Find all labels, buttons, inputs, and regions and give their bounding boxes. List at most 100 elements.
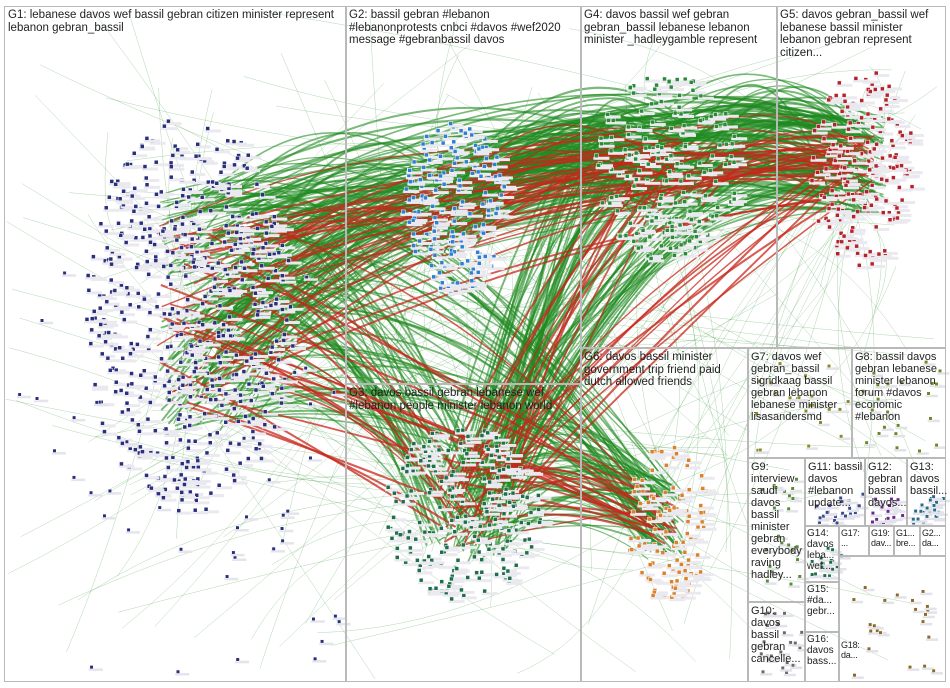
vertex[interactable] (411, 243, 416, 248)
node-label[interactable] (217, 363, 234, 367)
node-label[interactable] (493, 214, 510, 218)
node-label[interactable] (410, 234, 427, 238)
node-label[interactable] (428, 266, 445, 270)
vertex[interactable] (166, 397, 172, 403)
vertex[interactable] (272, 214, 277, 219)
vertex[interactable] (104, 228, 109, 234)
vertex[interactable] (242, 266, 247, 271)
vertex[interactable] (243, 414, 248, 419)
vertex[interactable] (228, 440, 233, 446)
node-label[interactable] (236, 445, 253, 449)
node-label[interactable] (225, 185, 242, 189)
vertex[interactable] (476, 146, 482, 152)
node-label[interactable] (135, 425, 152, 429)
vertex[interactable] (140, 235, 146, 240)
node-label[interactable] (459, 202, 476, 206)
node-label[interactable] (173, 203, 190, 207)
vertex[interactable] (195, 142, 200, 147)
vertex[interactable] (186, 194, 191, 200)
node-label[interactable] (146, 487, 163, 491)
node-label[interactable] (248, 242, 265, 246)
vertex[interactable] (178, 359, 184, 365)
vertex[interactable] (225, 448, 231, 453)
vertex[interactable] (269, 344, 275, 350)
node-label[interactable] (179, 495, 196, 499)
node-label[interactable] (400, 212, 417, 216)
vertex[interactable] (273, 268, 278, 273)
vertex[interactable] (469, 132, 474, 138)
vertex[interactable] (430, 204, 435, 209)
node-label[interactable] (123, 288, 140, 292)
node-label[interactable] (455, 190, 472, 194)
node-label[interactable] (475, 273, 492, 277)
node-label[interactable] (289, 346, 306, 350)
node-label[interactable] (225, 193, 242, 197)
vertex[interactable] (119, 309, 125, 315)
vertex[interactable] (123, 240, 129, 245)
vertex[interactable] (424, 232, 430, 237)
vertex[interactable] (428, 247, 434, 252)
node-label[interactable] (449, 242, 466, 246)
node-label[interactable] (179, 225, 196, 229)
node-label[interactable] (233, 233, 250, 237)
vertex[interactable] (481, 222, 486, 227)
node-label[interactable] (260, 387, 277, 391)
node-label[interactable] (144, 420, 161, 424)
node-label[interactable] (479, 148, 496, 152)
vertex[interactable] (174, 200, 180, 205)
vertex[interactable] (169, 321, 175, 327)
vertex[interactable] (196, 319, 202, 325)
vertex[interactable] (188, 394, 193, 400)
node-label[interactable] (108, 281, 125, 285)
node-label[interactable] (171, 229, 188, 233)
node-label[interactable] (137, 447, 154, 451)
node-label[interactable] (447, 291, 464, 295)
node-label[interactable] (197, 342, 214, 346)
vertex[interactable] (179, 497, 185, 503)
node-label[interactable] (144, 262, 161, 266)
node-label[interactable] (451, 252, 468, 256)
node-label[interactable] (233, 356, 250, 360)
node-label[interactable] (176, 256, 193, 260)
node-label[interactable] (217, 290, 234, 294)
vertex[interactable] (401, 209, 406, 215)
vertex[interactable] (91, 254, 96, 259)
node-label[interactable] (403, 190, 420, 194)
node-label[interactable] (250, 365, 267, 369)
vertex[interactable] (437, 270, 442, 275)
node-label[interactable] (426, 176, 443, 180)
vertex[interactable] (216, 334, 221, 339)
node-label[interactable] (451, 164, 468, 168)
vertex[interactable] (165, 368, 170, 374)
node-label[interactable] (260, 248, 277, 252)
node-label[interactable] (441, 266, 458, 270)
vertex[interactable] (134, 265, 139, 270)
node-label[interactable] (214, 433, 231, 437)
vertex[interactable] (146, 272, 151, 277)
node-label[interactable] (187, 397, 204, 401)
node-label[interactable] (137, 209, 154, 213)
vertex[interactable] (168, 263, 174, 268)
vertex[interactable] (274, 296, 279, 302)
vertex[interactable] (107, 194, 112, 200)
vertex[interactable] (186, 445, 191, 451)
node-label[interactable] (248, 359, 265, 363)
vertex[interactable] (129, 341, 134, 346)
vertex[interactable] (175, 147, 180, 153)
node-label[interactable] (450, 237, 467, 241)
vertex[interactable] (217, 376, 222, 381)
node-label[interactable] (169, 324, 186, 328)
vertex[interactable] (257, 441, 262, 447)
vertex[interactable] (129, 381, 135, 387)
vertex[interactable] (452, 206, 457, 211)
node-label[interactable] (258, 266, 275, 270)
node-label[interactable] (271, 427, 288, 431)
vertex[interactable] (250, 429, 256, 434)
vertex[interactable] (230, 214, 235, 219)
vertex[interactable] (104, 299, 110, 304)
vertex[interactable] (165, 274, 171, 280)
vertex[interactable] (189, 352, 195, 358)
node-label[interactable] (126, 467, 143, 471)
node-label[interactable] (177, 440, 194, 444)
node-label[interactable] (245, 237, 262, 241)
